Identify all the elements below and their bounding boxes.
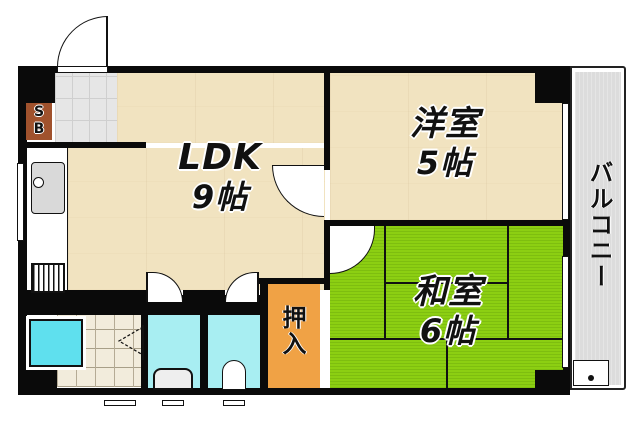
japanese-room-window [562,256,569,368]
tatami-line [446,340,448,388]
toilet-icon [222,360,246,390]
wall-ldk-western [324,66,330,170]
kitchen-window [17,163,24,241]
closet-floor [268,283,320,388]
closet-label: 押入 [278,305,306,357]
sink-window [162,400,184,406]
balcony-drain-icon [573,360,609,386]
wall-top [18,66,570,73]
wall-bath-top [18,295,260,315]
wall-ldk-bottom-3 [258,278,330,284]
entrance-genkan-floor [55,73,117,143]
toilet-window [223,400,245,406]
bath-folding-door-icon [117,325,144,360]
shoe-box-label-s: S [33,104,45,120]
ldk-floor [117,73,325,143]
wall-column-topright [535,66,570,103]
western-room-floor [330,73,563,220]
wall-western-japanese [324,220,570,226]
wall-corner-topleft [18,66,55,103]
wall-bath-corner [18,368,57,390]
western-room-window [562,103,569,220]
tatami-line [507,226,509,338]
kitchen-sink-icon [31,162,65,214]
balcony-label: バルコニー [585,160,613,290]
stove-icon [31,263,65,293]
japanese-room-size-label: 6帖 [419,312,477,350]
wall-ldk-western-lower [324,222,330,290]
balcony-frame [570,66,626,390]
ldk-size-label: 9帖 [191,178,249,216]
wall-column-bottomright [535,370,570,392]
tatami-line [330,338,563,340]
washbasin-icon [153,368,193,390]
western-room-name-label: 洋室 [410,104,480,144]
wall-closet-left [260,278,268,395]
wall-sink-toilet [200,310,208,390]
wall-ldk-bottom [18,290,148,295]
shoe-box [26,103,52,140]
ldk-name-label: LDK [178,137,262,178]
western-room-size-label: 5帖 [416,144,474,182]
wall-right [563,66,570,395]
entrance-door-threshold [57,66,108,73]
entrance-door-swing[interactable] [57,16,108,67]
wall-bottom [18,388,570,395]
tatami-line [385,282,507,284]
bath-window [104,400,136,406]
wall-ldk-bottom-2 [183,290,225,295]
bathtub-icon [26,316,86,370]
shoe-box-label-b: B [33,121,45,137]
balcony-floor [575,72,621,385]
japanese-room-name-label: 和室 [413,272,483,312]
wall-genkan-divider [18,142,146,148]
wall-wash-sink [141,310,148,390]
